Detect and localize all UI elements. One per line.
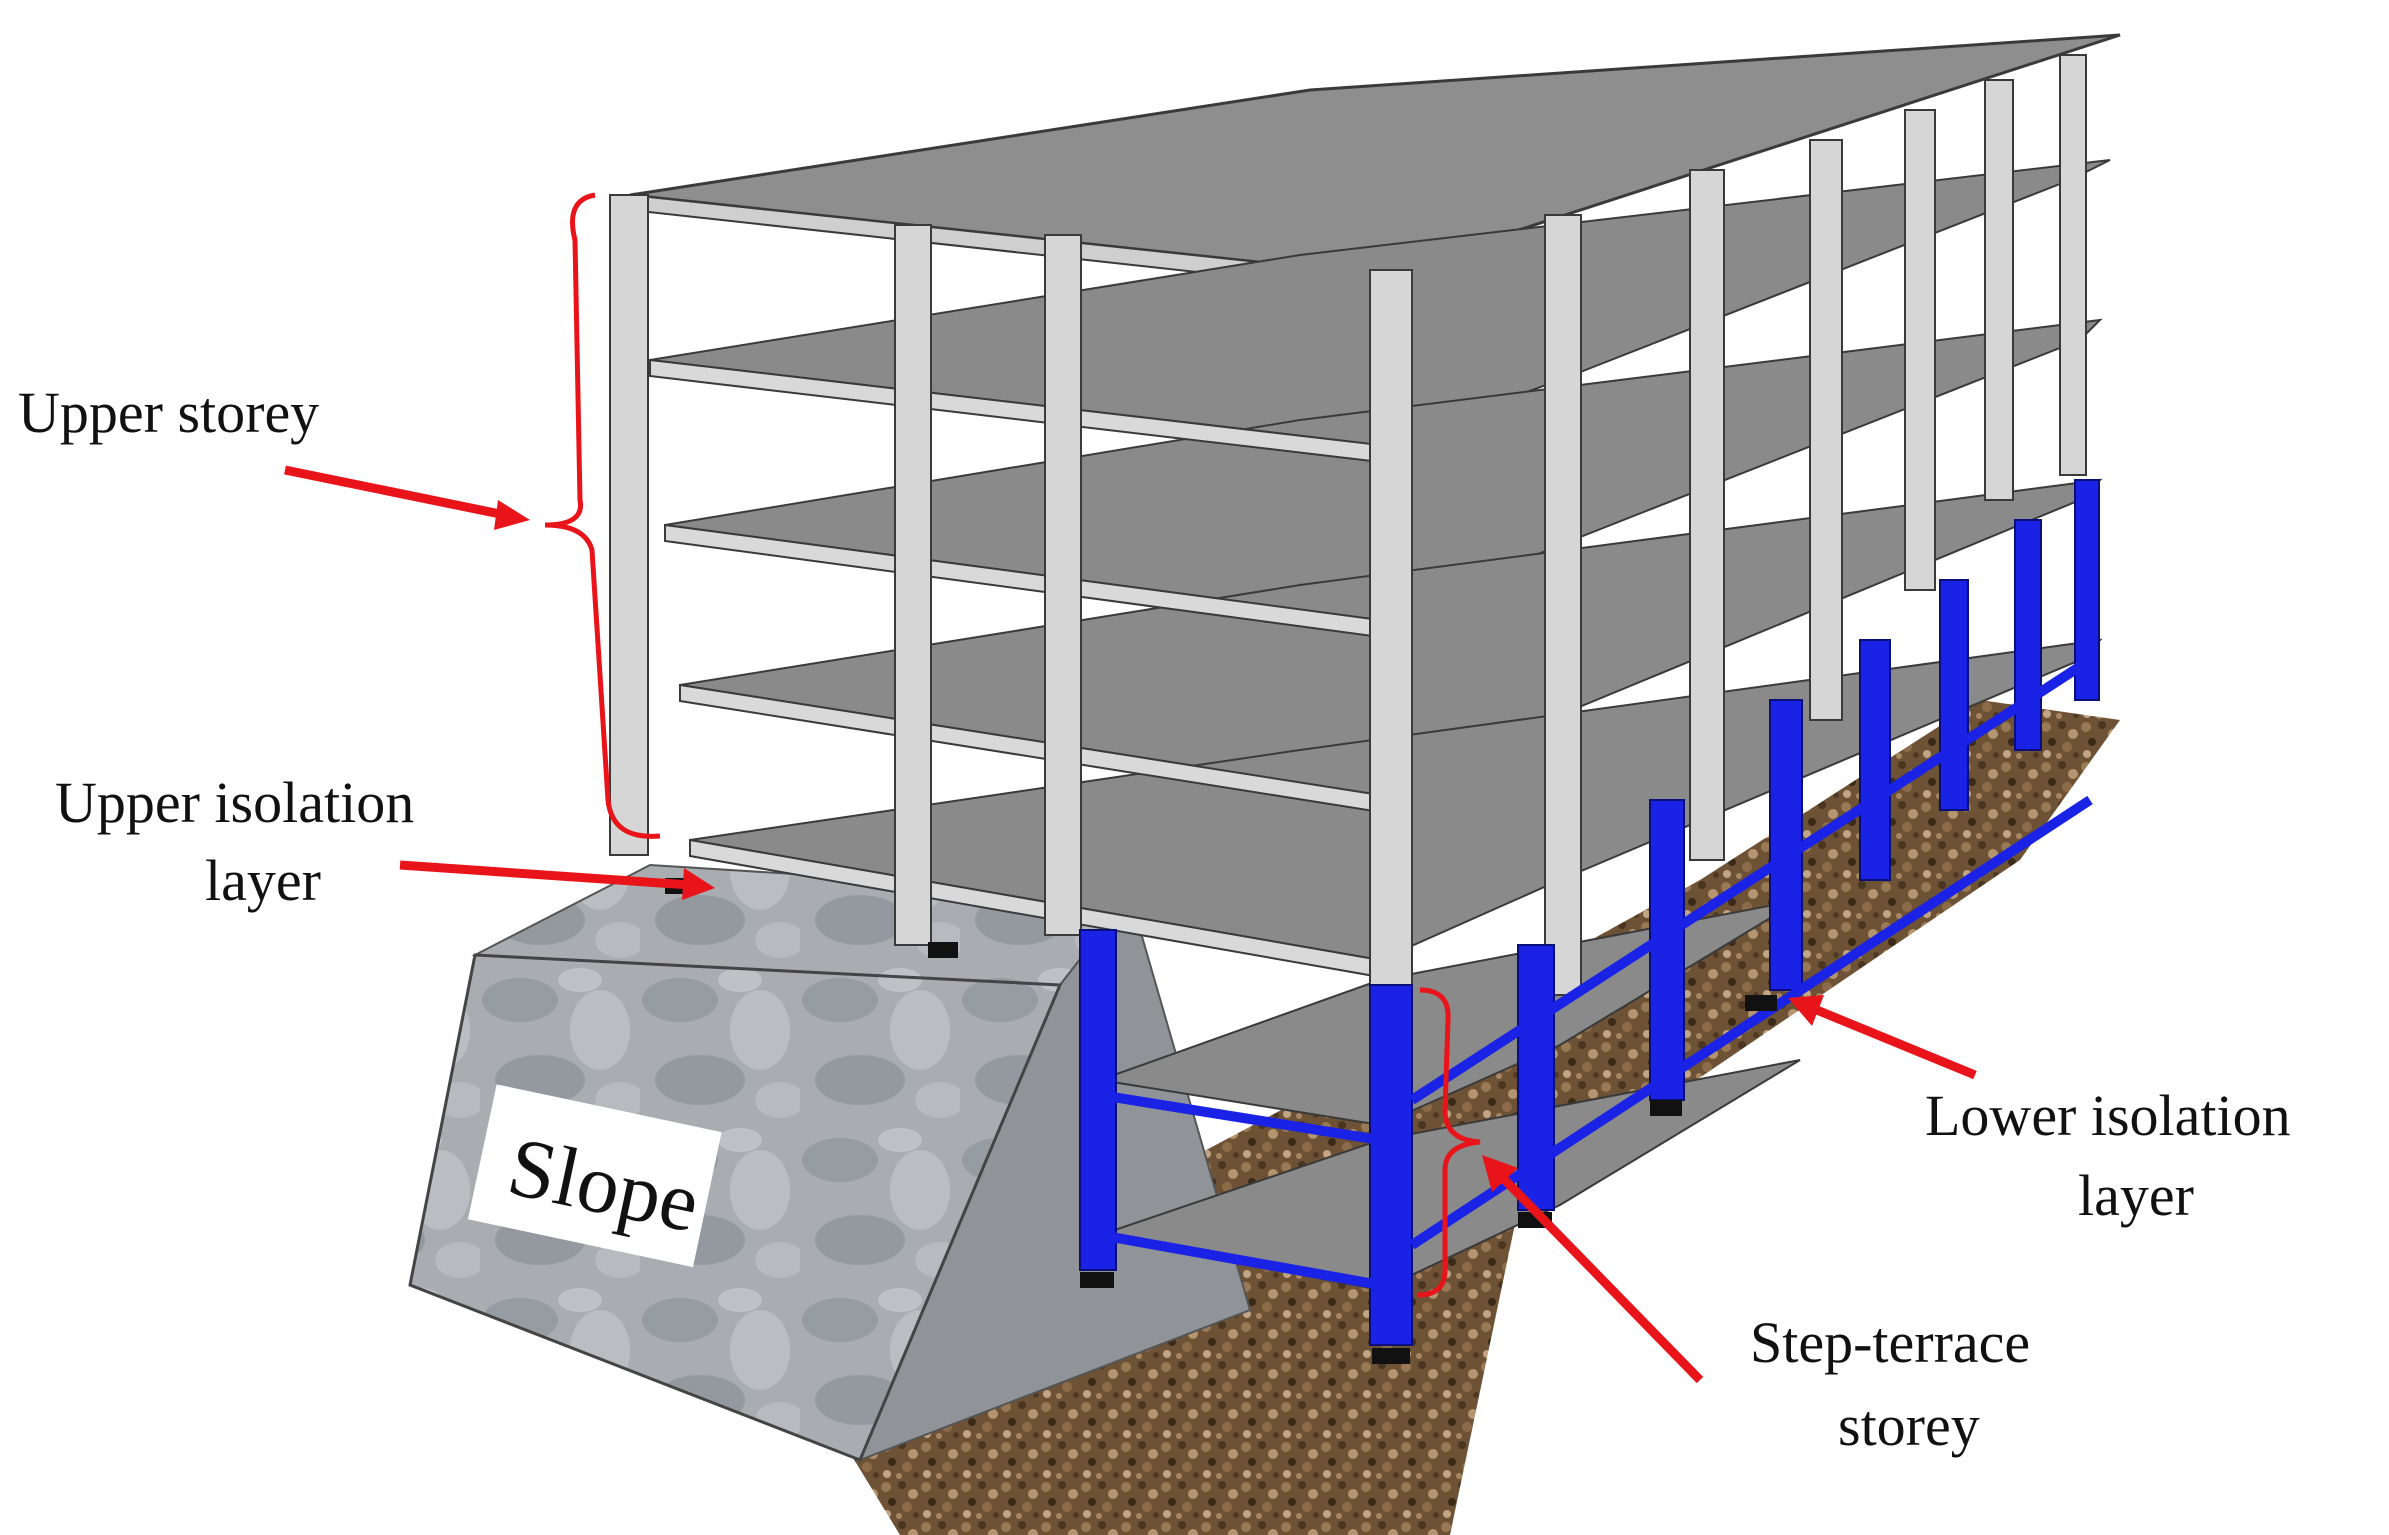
slope-front-face bbox=[408, 953, 1063, 1462]
column-g bbox=[1809, 139, 1843, 721]
column-i bbox=[1984, 79, 2014, 501]
column-j bbox=[2059, 54, 2087, 476]
column-f bbox=[1689, 169, 1725, 861]
upper-storey-brace bbox=[544, 192, 661, 839]
step-terrace-arrow bbox=[1496, 1171, 1704, 1384]
lower-isolation-label-1: Lower isolation bbox=[1925, 1083, 2291, 1148]
upper-isolation-label-2: layer bbox=[205, 848, 321, 913]
lower-bearing-4 bbox=[1650, 1100, 1682, 1116]
upper-columns bbox=[609, 54, 2087, 996]
blue-beam-upper bbox=[1099, 1090, 1381, 1145]
upper-storey-label: Upper storey bbox=[18, 380, 319, 445]
lower-bearing-5 bbox=[1745, 995, 1777, 1011]
slope-label-box bbox=[467, 1084, 722, 1268]
step-terrace-beams bbox=[1099, 655, 2093, 1290]
upper-isolation-label-1: Upper isolation bbox=[55, 770, 414, 835]
lower-isolation-arrowhead bbox=[1788, 995, 1824, 1026]
front-beams bbox=[649, 358, 1381, 979]
step-terrace-label-1: Step-terrace bbox=[1750, 1310, 2030, 1375]
column-d bbox=[1369, 269, 1413, 991]
upper-isolation-arrow bbox=[399, 860, 691, 890]
lower-bearing-2 bbox=[1372, 1348, 1410, 1364]
lower-isolation-arrow bbox=[1810, 1003, 1977, 1080]
upper-storey-arrowhead bbox=[494, 500, 530, 530]
column-a bbox=[609, 194, 649, 856]
upper-bearing-2 bbox=[928, 942, 958, 958]
blue-beam-lower bbox=[1099, 1230, 1381, 1290]
upper-storey-arrow bbox=[284, 465, 506, 520]
blue-column-4 bbox=[1649, 799, 1685, 1101]
lower-isolation-label-2: layer bbox=[2078, 1163, 2194, 1228]
annotation-upper-isolation: Upper isolation layer bbox=[55, 770, 715, 913]
blue-column-6 bbox=[1859, 639, 1891, 881]
blue-beam-side-1 bbox=[1409, 655, 2093, 1105]
column-b bbox=[894, 224, 932, 946]
step-terrace-label-2: storey bbox=[1838, 1393, 1980, 1458]
column-e bbox=[1544, 214, 1582, 996]
step-terrace-arrowhead bbox=[1482, 1155, 1518, 1192]
blue-beam-side-2 bbox=[1409, 795, 2093, 1250]
lower-bearing-1 bbox=[1080, 1272, 1114, 1288]
annotation-lower-isolation: Lower isolation layer bbox=[1788, 995, 2291, 1228]
upper-isolation-arrowhead bbox=[682, 868, 715, 900]
slope-block: Slope bbox=[408, 863, 1252, 1462]
step-terrace-brace bbox=[1417, 987, 1481, 1298]
annotation-step-terrace: Step-terrace storey bbox=[1417, 987, 2030, 1458]
column-h bbox=[1904, 109, 1936, 591]
blue-column-8 bbox=[2014, 519, 2042, 751]
column-c bbox=[1044, 234, 1082, 936]
blue-column-2 bbox=[1369, 984, 1413, 1346]
annotation-upper-storey: Upper storey bbox=[18, 192, 661, 839]
blue-column-7 bbox=[1939, 579, 1969, 811]
